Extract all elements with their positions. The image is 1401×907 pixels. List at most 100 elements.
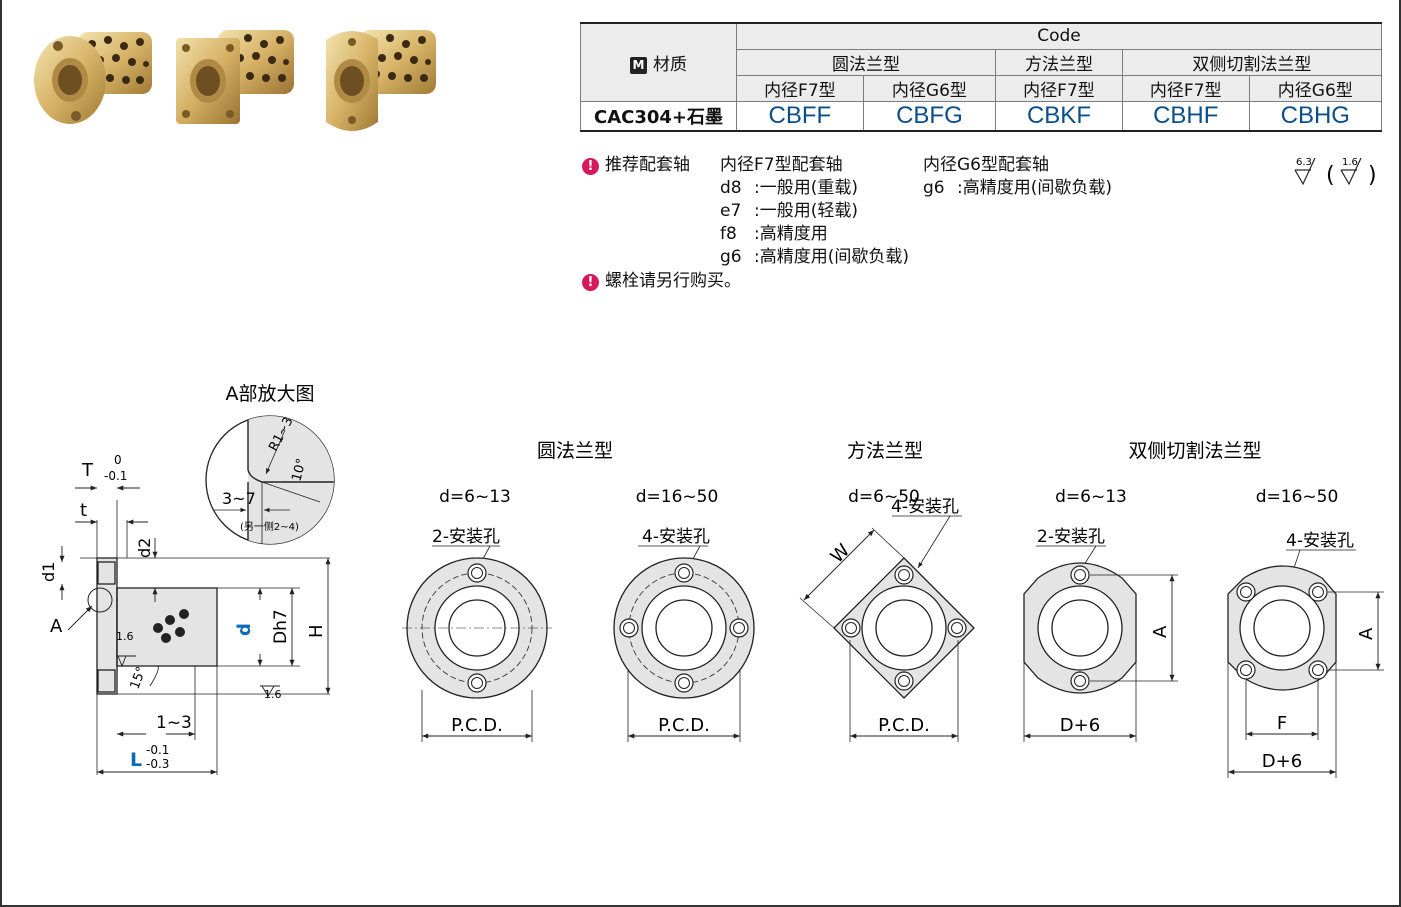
shaft-desc: :高精度用 <box>754 224 828 244</box>
warning-icon: ! <box>582 158 599 175</box>
code-cell: CBHF <box>1121 100 1250 132</box>
shaft-code: g6 <box>720 247 742 267</box>
view-range: d=6~13 <box>1055 487 1127 507</box>
material-value: CAC304+石墨 <box>580 100 737 132</box>
group-title-cut: 双侧切割法兰型 <box>1128 440 1261 462</box>
view-cut-2-holes: d=6~13 2-安装孔 A D+6 <box>1023 487 1178 742</box>
material-header: M 材质 <box>580 22 737 102</box>
product-photo-square-flange <box>170 18 298 136</box>
code-cell: CBFG <box>862 100 997 132</box>
dim-range: 1~3 <box>156 713 192 733</box>
subheader-cell: 内径F7型 <box>995 74 1123 102</box>
view-dim: P.C.D. <box>878 715 930 736</box>
dim-H: H <box>306 624 327 638</box>
view-range: d=6~13 <box>439 487 511 507</box>
view-dim: D+6 <box>1060 715 1100 736</box>
shaft-code: g6 <box>923 178 945 198</box>
product-photo-cut-flange <box>312 18 440 136</box>
view-dim: P.C.D. <box>451 715 503 736</box>
roughness-symbol-icon <box>1294 157 1316 186</box>
shaft-note-label: 推荐配套轴 <box>605 155 690 175</box>
roughness-label-outer: 1.6 <box>264 688 282 701</box>
dim-t: t <box>80 500 87 521</box>
roughness-alt-value: 1.6 <box>1342 157 1358 168</box>
view-range: d=16~50 <box>1256 487 1339 507</box>
roughness-main-value: 6.3 <box>1296 157 1312 168</box>
group-title-square: 方法兰型 <box>847 440 923 462</box>
view-side: W <box>827 540 855 568</box>
side-view <box>80 500 330 775</box>
view-holes-label: 4-安装孔 <box>891 497 959 517</box>
view-holes-label: 4-安装孔 <box>642 527 710 547</box>
shaft-desc: :一般用(重载) <box>754 178 858 198</box>
code-cell: CBHG <box>1248 100 1383 132</box>
shaft-desc: :高精度用(间歇负载) <box>754 247 909 267</box>
shaft-code: f8 <box>720 224 737 244</box>
roughness-symbols: 6.3 ( 1.6 ) <box>1294 157 1377 188</box>
subheader-cell: 内径G6型 <box>862 74 997 102</box>
dim-d2: d2 <box>135 538 154 558</box>
f7-shaft-item: g6 :高精度用(间歇负载) <box>720 246 909 269</box>
dim-T: T <box>81 460 94 481</box>
code-cell: CBKF <box>995 100 1123 132</box>
dim-L-tol-up: -0.1 <box>146 743 169 757</box>
code-table: M 材质 Code 圆法兰型 方法兰型 双侧切割法兰型 内径F7型 内径G6型 内… <box>580 22 1383 132</box>
view-dim: P.C.D. <box>658 715 710 736</box>
shaft-desc: :高精度用(间歇负载) <box>957 178 1112 198</box>
code-cell: CBFF <box>736 100 864 132</box>
bolt-note-text: 螺栓请另行购买。 <box>605 271 741 291</box>
paren-close: ) <box>1368 163 1377 188</box>
f7-shaft-item: f8 :高精度用 <box>720 223 909 246</box>
dim-D: Dh7 <box>271 609 291 644</box>
bolt-note: ! 螺栓请另行购买。 <box>582 270 741 293</box>
detail-a-title: A部放大图 <box>226 383 315 405</box>
roughness-label-inner: 1.6 <box>116 630 134 643</box>
shaft-desc: :一般用(轻载) <box>754 201 858 221</box>
dim-angle: 15° <box>128 665 150 692</box>
subheader-cell: 内径F7型 <box>736 74 864 102</box>
view-dim: F <box>1277 713 1287 734</box>
roughness-symbol-icon <box>1340 157 1362 186</box>
group-header-square: 方法兰型 <box>995 48 1123 76</box>
view-round-2-holes: d=6~13 2-安装孔 P.C.D. <box>402 487 552 742</box>
paren-open: ( <box>1326 163 1335 188</box>
detail-angle-label: 10° <box>289 457 309 483</box>
subheader-cell: 内径F7型 <box>1121 74 1250 102</box>
subheader-cell: 内径G6型 <box>1248 74 1383 102</box>
dim-d: d <box>234 623 255 636</box>
technical-drawing: A部放大图 R1~3 10° 3~7 (另一侧2~4) <box>39 383 1384 778</box>
product-photo-round-flange <box>28 18 156 136</box>
view-range: d=16~50 <box>636 487 719 507</box>
detail-a-view: R1~3 10° 3~7 (另一侧2~4) <box>205 415 335 545</box>
group-title-round: 圆法兰型 <box>537 440 613 462</box>
code-header: Code <box>736 22 1382 50</box>
view-holes-label: 4-安装孔 <box>1286 531 1354 551</box>
view-side: A <box>1356 627 1377 640</box>
material-badge: M <box>630 56 647 74</box>
group-header-round: 圆法兰型 <box>735 48 997 76</box>
f7-shaft-item: d8 :一般用(重载) <box>720 177 909 200</box>
detail-range-label: 3~7 <box>222 489 256 508</box>
view-square-flange: d=6~50 4-安装孔 W P.C.D. <box>799 487 975 742</box>
dim-L: L <box>130 749 142 771</box>
warning-icon: ! <box>582 274 599 291</box>
shaft-code: d8 <box>720 178 742 198</box>
group-header-cut: 双侧切割法兰型 <box>1121 48 1383 76</box>
f7-shaft-title: 内径F7型配套轴 <box>720 155 843 175</box>
dim-T-tol-low: -0.1 <box>104 469 127 483</box>
shaft-note: ! 推荐配套轴 <box>582 154 690 177</box>
shaft-code: e7 <box>720 201 742 221</box>
g6-shaft-list: 内径G6型配套轴 g6 :高精度用(间歇负载) <box>923 154 1112 200</box>
material-header-label: 材质 <box>653 54 687 75</box>
dim-d1: d1 <box>39 562 58 582</box>
f7-shaft-list: 内径F7型配套轴 d8 :一般用(重载) e7 :一般用(轻载) f8 :高精度用 g… <box>720 154 909 269</box>
dim-L-tol-low: -0.3 <box>146 757 169 771</box>
dim-A: A <box>50 616 63 637</box>
view-holes-label: 2-安装孔 <box>432 527 500 547</box>
g6-shaft-title: 内径G6型配套轴 <box>923 155 1049 175</box>
view-side: A <box>1150 625 1171 638</box>
dim-T-tol-up: 0 <box>114 453 122 467</box>
view-cut-4-holes: d=16~50 4-安装孔 A F D+6 <box>1227 487 1384 778</box>
f7-shaft-item: e7 :一般用(轻载) <box>720 200 909 223</box>
